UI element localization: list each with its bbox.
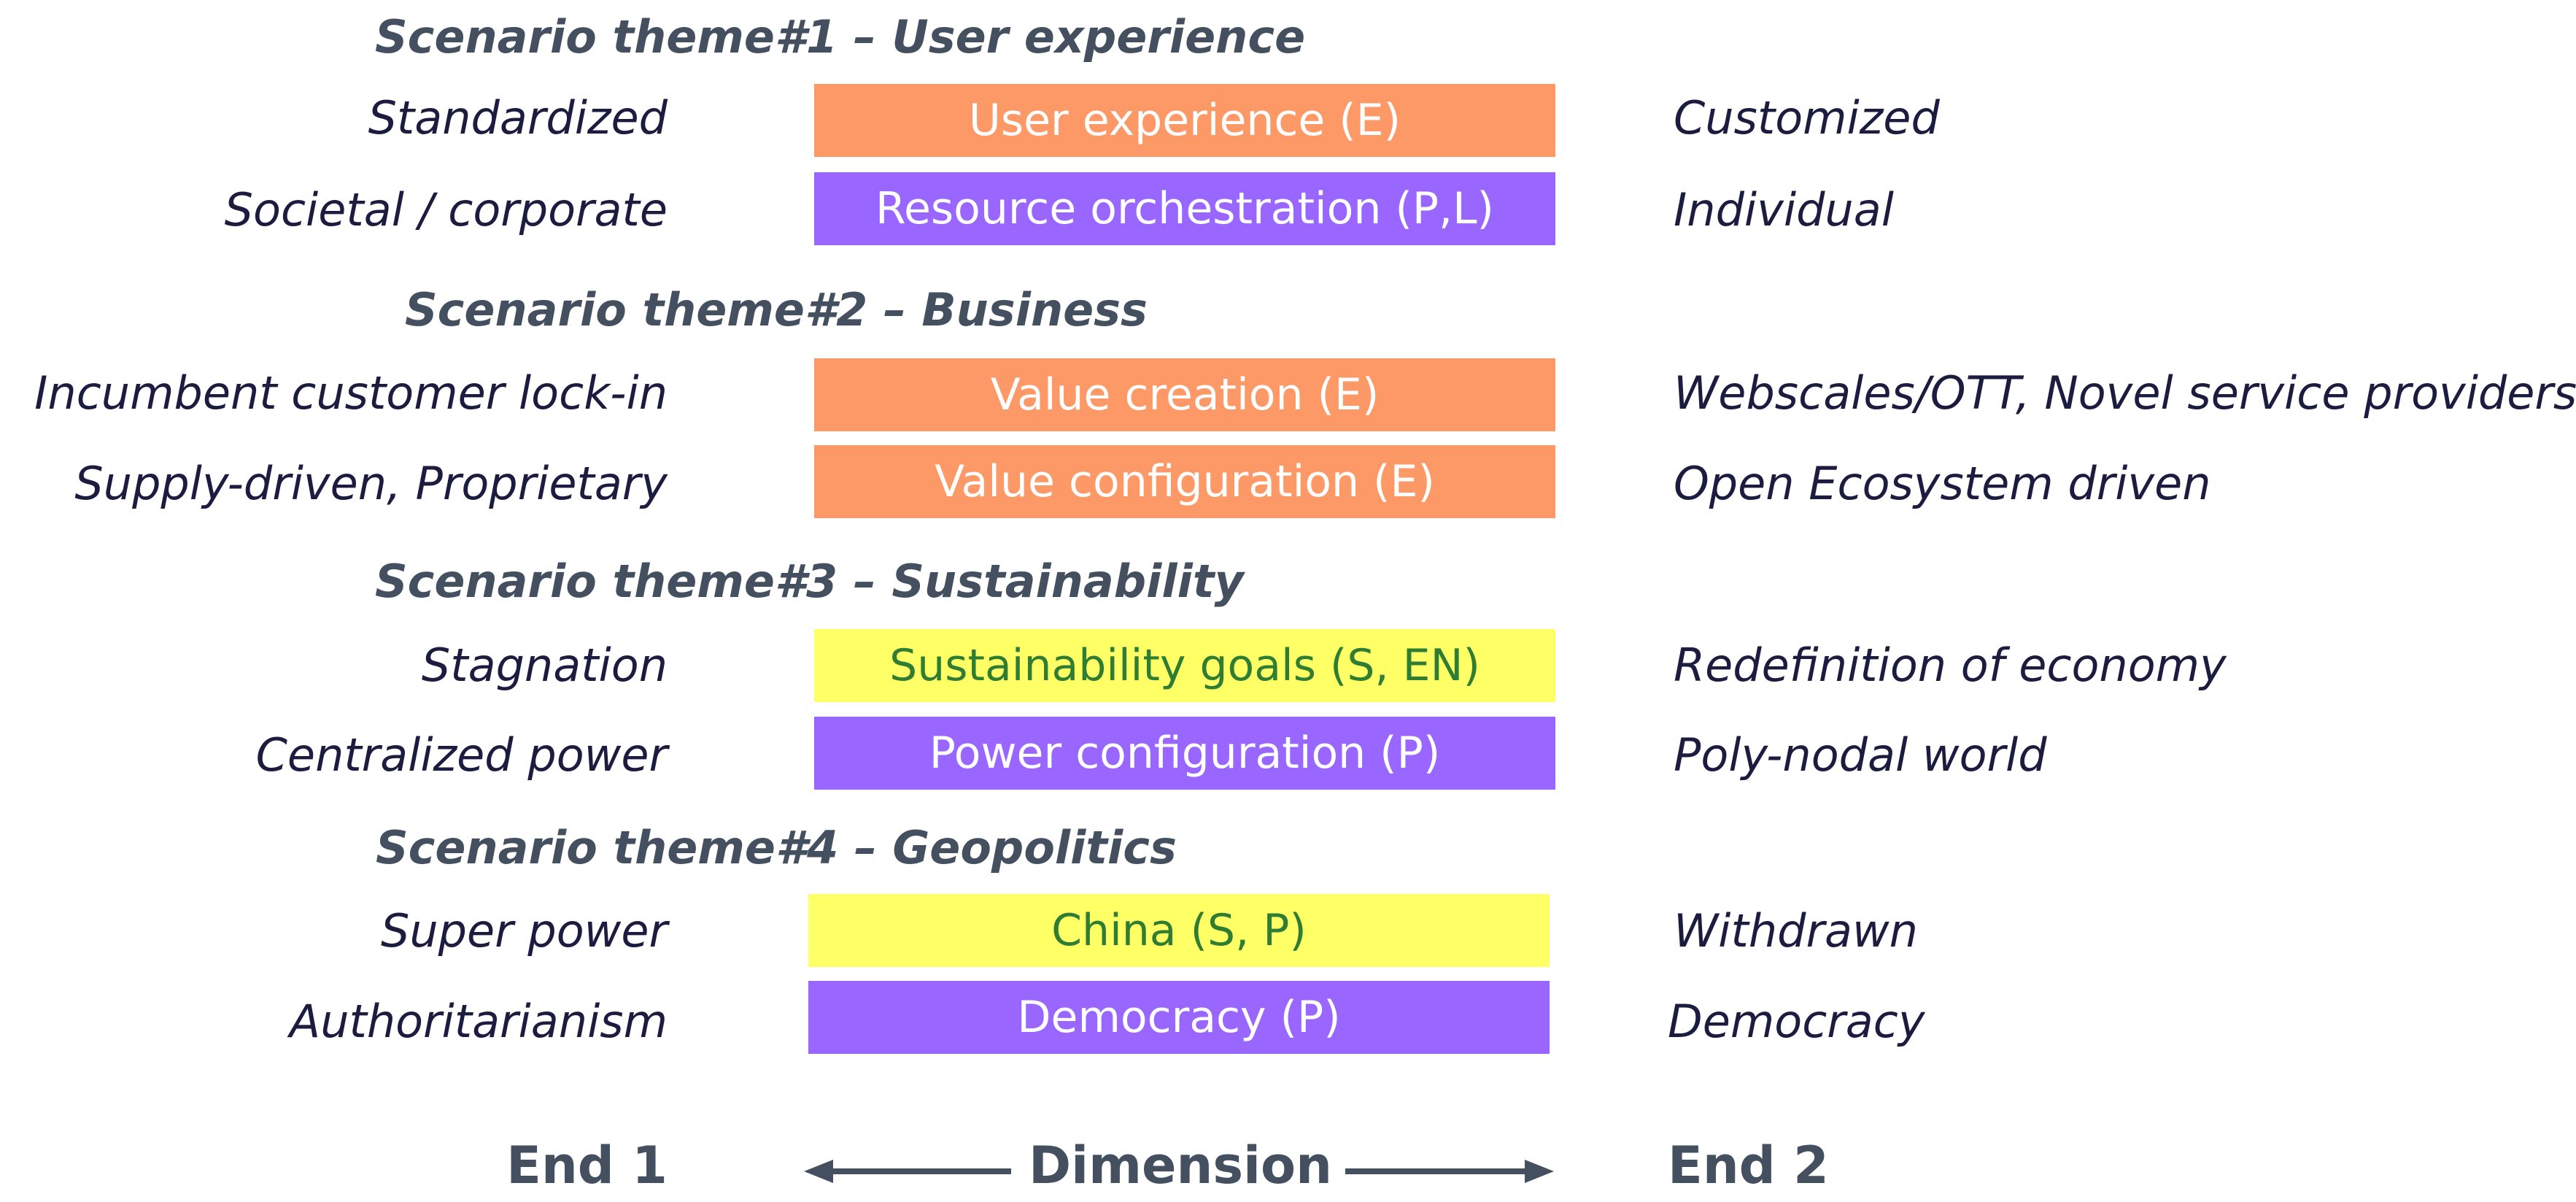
left-arrow-icon <box>804 1160 833 1183</box>
dimension-box-value-creation: Value creation (E) <box>814 358 1555 431</box>
right-arrow-line <box>1345 1168 1528 1174</box>
theme-title-4: Scenario theme#4 – Geopolitics <box>376 821 1177 874</box>
dimension-box-power-configuration: Power configuration (P) <box>814 717 1555 790</box>
end1-label: Standardized <box>368 91 668 145</box>
end1-label: Super power <box>381 904 668 958</box>
dimension-box-sustainability-goals: Sustainability goals (S, EN) <box>814 629 1555 702</box>
end2-label: Democracy <box>1668 995 1925 1048</box>
dimension-box-user-experience: User experience (E) <box>814 84 1555 157</box>
end2-label: Poly-nodal world <box>1674 728 2047 782</box>
end2-label: Webscales/OTT, Novel service providers <box>1674 366 2576 420</box>
right-arrow-icon <box>1525 1160 1554 1183</box>
end2-label: Withdrawn <box>1674 904 1918 958</box>
footer-dimension-label: Dimension <box>1029 1136 1332 1195</box>
dimension-box-resource-orchestration: Resource orchestration (P,L) <box>814 172 1555 245</box>
end1-label: Supply-driven, Proprietary <box>74 457 668 510</box>
end1-label: Incumbent customer lock-in <box>34 366 668 420</box>
end1-label: Centralized power <box>255 728 668 782</box>
end2-label: Redefinition of economy <box>1674 639 2227 692</box>
end2-label: Individual <box>1674 183 1894 236</box>
end1-label: Societal / corporate <box>224 183 668 236</box>
dimension-box-value-configuration: Value configuration (E) <box>814 445 1555 518</box>
end1-label: Authoritarianism <box>289 995 668 1048</box>
left-arrow-line <box>829 1168 1011 1174</box>
end2-label: Customized <box>1674 91 1940 145</box>
dimension-box-china: China (S, P) <box>808 894 1550 967</box>
end1-label: Stagnation <box>421 639 668 692</box>
theme-title-1: Scenario theme#1 – User experience <box>375 10 1306 63</box>
theme-title-3: Scenario theme#3 – Sustainability <box>375 555 1244 608</box>
end2-label: Open Ecosystem driven <box>1674 457 2211 510</box>
dimension-box-democracy: Democracy (P) <box>808 981 1550 1054</box>
footer-end1-label: End 1 <box>506 1136 668 1195</box>
footer-end2-label: End 2 <box>1668 1136 1829 1195</box>
theme-title-2: Scenario theme#2 – Business <box>405 283 1148 336</box>
